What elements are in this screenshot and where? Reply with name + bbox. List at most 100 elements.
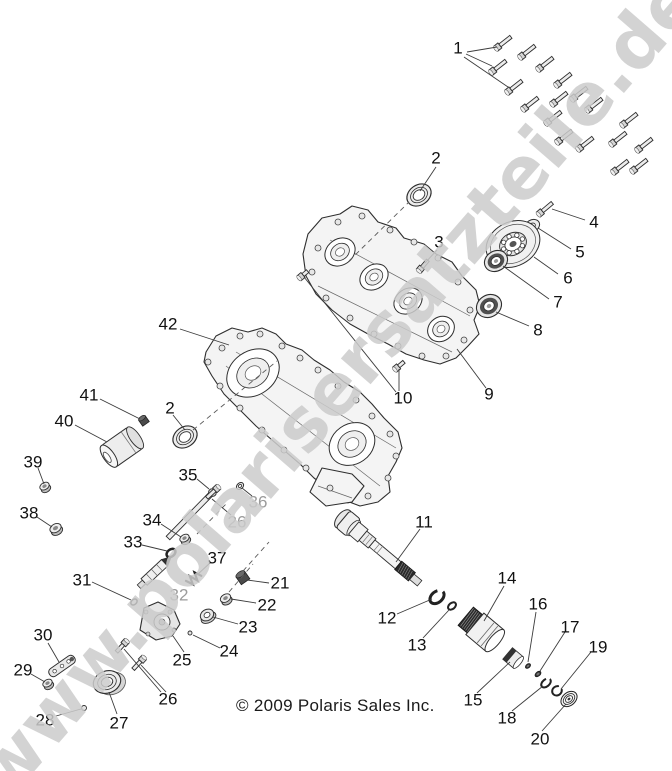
part-label-42: 42 xyxy=(159,315,178,334)
part-label-6: 6 xyxy=(563,269,572,288)
upper-crankcase-half xyxy=(302,205,481,365)
pin-28 xyxy=(81,705,87,711)
part-label-29: 29 xyxy=(14,661,33,680)
bearing-7 xyxy=(483,249,509,273)
bolt xyxy=(554,128,574,146)
bolt xyxy=(131,654,148,672)
bolt xyxy=(517,43,537,61)
part-label-39: 39 xyxy=(24,453,43,472)
part-label-41: 41 xyxy=(80,386,99,405)
part-label-10: 10 xyxy=(394,389,413,408)
part-label-21: 21 xyxy=(271,574,290,593)
part-label-4: 4 xyxy=(589,213,598,232)
nut-38 xyxy=(49,522,64,536)
callout-number-labels: 1234567891011121314151617181920212223242… xyxy=(14,39,608,749)
pin-24 xyxy=(187,630,193,636)
ring-31 xyxy=(130,598,138,606)
crank-seal-2 xyxy=(406,183,432,207)
hardware-parts xyxy=(39,183,578,711)
part-label-18: 18 xyxy=(498,709,517,728)
bolt xyxy=(569,85,589,103)
part-label-8: 8 xyxy=(533,321,542,340)
retainer-12 xyxy=(428,588,446,606)
oring-16 xyxy=(525,663,531,669)
mount-bracket xyxy=(309,467,365,507)
collar-34 xyxy=(179,533,192,546)
part-label-31: 31 xyxy=(73,571,92,590)
part-label-27: 27 xyxy=(110,714,129,733)
part-label-26: 26 xyxy=(159,690,178,709)
coupler-14 xyxy=(457,606,506,653)
oil-pump-shaft-11 xyxy=(334,509,423,587)
part-label-19: 19 xyxy=(589,638,608,657)
part-label-9: 9 xyxy=(484,385,493,404)
part-label-13: 13 xyxy=(408,636,427,655)
spring-37 xyxy=(184,570,203,587)
collar-33 xyxy=(165,547,177,559)
nut-22 xyxy=(219,593,233,606)
part-label-24: 24 xyxy=(220,642,239,661)
part-label-32: 32 xyxy=(170,586,189,605)
circlip-19 xyxy=(551,685,563,697)
part-label-37: 37 xyxy=(208,549,227,568)
bushing-27 xyxy=(92,670,126,696)
lower-crankcase-half-42 xyxy=(203,327,403,507)
bolt xyxy=(493,34,513,52)
alignment-dashed-lines xyxy=(192,201,410,593)
bolt xyxy=(553,71,573,89)
part-label-22: 22 xyxy=(258,596,277,615)
part-label-3: 3 xyxy=(434,233,443,252)
part-label-36: 36 xyxy=(249,493,268,512)
bolt xyxy=(584,96,604,114)
collar-15 xyxy=(502,647,524,669)
plug-41 xyxy=(138,414,150,427)
nut-29 xyxy=(42,678,55,691)
bolt xyxy=(535,55,555,73)
part-label-16: 16 xyxy=(529,595,548,614)
crank-seal-2b xyxy=(172,425,198,449)
bolt xyxy=(549,90,569,108)
part-label-17: 17 xyxy=(561,618,580,637)
part-label-1: 1 xyxy=(453,39,462,58)
callout-leader-lines xyxy=(30,46,592,732)
part-label-20: 20 xyxy=(531,730,550,749)
part-label-25: 25 xyxy=(173,651,192,670)
part-label-2: 2 xyxy=(431,149,440,168)
oil-pump-25 xyxy=(139,601,181,641)
bolt xyxy=(520,95,540,113)
bolt xyxy=(619,111,639,129)
part-label-33: 33 xyxy=(124,533,143,552)
bolt xyxy=(610,158,630,176)
bolt xyxy=(543,109,563,127)
part-label-38: 38 xyxy=(20,504,39,523)
bracket-30 xyxy=(48,654,76,678)
bolt xyxy=(575,135,595,153)
seal-washer-20 xyxy=(560,690,578,708)
part-label-15: 15 xyxy=(464,691,483,710)
nut-39 xyxy=(39,481,52,494)
part-label-34: 34 xyxy=(143,511,162,530)
crankcase-halves xyxy=(203,205,481,507)
part-label-35: 35 xyxy=(179,466,198,485)
part-label-11: 11 xyxy=(415,513,433,532)
bolt xyxy=(629,157,649,175)
bushing-23 xyxy=(199,608,217,624)
bolt xyxy=(114,638,130,654)
part-label-5: 5 xyxy=(575,243,584,262)
bolt xyxy=(504,78,524,96)
part-label-7: 7 xyxy=(553,293,562,312)
part-label-23: 23 xyxy=(239,618,258,637)
oring-17 xyxy=(534,670,542,678)
bolt xyxy=(608,130,628,148)
washer-13 xyxy=(447,601,457,611)
washer-36 xyxy=(235,482,245,490)
fastener-bolts xyxy=(114,34,654,672)
part-label-28: 28 xyxy=(36,711,55,730)
bolt xyxy=(204,483,222,500)
part-label-2: 2 xyxy=(165,399,174,418)
part-label-12: 12 xyxy=(378,609,397,628)
bolt xyxy=(488,58,508,76)
bolt xyxy=(296,269,310,282)
